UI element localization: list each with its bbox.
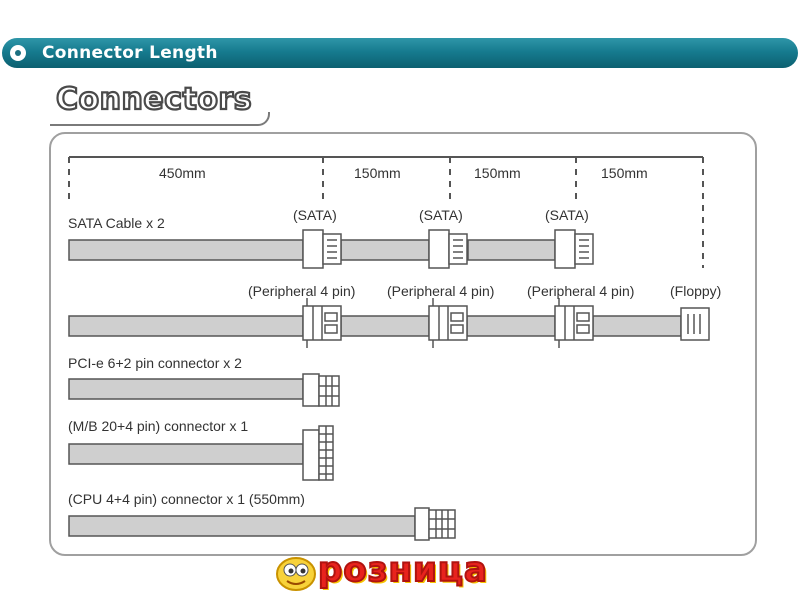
cable-label: (CPU 4+4 pin) connector x 1 (550mm) xyxy=(68,491,305,507)
peripheral-connector-icon xyxy=(302,298,342,348)
dimension-lines xyxy=(68,156,704,268)
logo-text: розница xyxy=(317,549,488,591)
peripheral-connector-icon xyxy=(428,298,468,348)
cable-segment xyxy=(68,239,304,261)
connector-label: (Floppy) xyxy=(670,283,721,299)
cable-segment xyxy=(68,443,304,465)
cable-segment xyxy=(340,315,430,337)
header-title: Connector Length xyxy=(42,43,218,63)
cable-segment xyxy=(68,315,304,337)
floppy-connector-icon xyxy=(680,307,710,341)
dimension-label: 450mm xyxy=(159,165,206,181)
rozniza-logo: розница xyxy=(270,548,530,596)
cable-segment xyxy=(68,515,416,537)
cable-segment xyxy=(68,378,304,400)
dimension-label: 150mm xyxy=(354,165,401,181)
cable-segment xyxy=(466,315,556,337)
cable-label: SATA Cable x 2 xyxy=(68,215,165,231)
connector-diagram: 450mm 150mm 150mm 150mm SATA Cable x 2 (… xyxy=(68,156,721,541)
section-title: Connectors xyxy=(55,81,253,118)
pcie-connector-icon xyxy=(302,373,340,407)
cable-label: (M/B 20+4 pin) connector x 1 xyxy=(68,418,248,434)
bullet-icon xyxy=(10,45,26,61)
dimension-label: 150mm xyxy=(601,165,648,181)
connector-label: (Peripheral 4 pin) xyxy=(387,283,494,299)
connector-label: (SATA) xyxy=(545,207,589,223)
connector-label: (Peripheral 4 pin) xyxy=(527,283,634,299)
dimension-label: 150mm xyxy=(474,165,521,181)
cable-segment xyxy=(467,239,556,261)
peripheral-connector-icon xyxy=(554,298,594,348)
motherboard-connector-icon xyxy=(302,425,334,481)
cable-label: PCI-e 6+2 pin connector x 2 xyxy=(68,355,242,371)
cable-segment xyxy=(340,239,430,261)
connector-label: (Peripheral 4 pin) xyxy=(248,283,355,299)
sata-connector-icon xyxy=(428,229,468,269)
sata-connector-icon xyxy=(554,229,594,269)
cable-segment xyxy=(592,315,682,337)
header-bar: Connector Length xyxy=(2,38,798,68)
cpu-connector-icon xyxy=(414,507,456,541)
smiley-mascot-icon xyxy=(276,557,316,591)
sata-connector-icon xyxy=(302,229,342,269)
connector-label: (SATA) xyxy=(293,207,337,223)
connector-label: (SATA) xyxy=(419,207,463,223)
connector-diagram-panel: 450mm 150mm 150mm 150mm SATA Cable x 2 (… xyxy=(49,132,757,556)
title-underline xyxy=(50,112,270,126)
